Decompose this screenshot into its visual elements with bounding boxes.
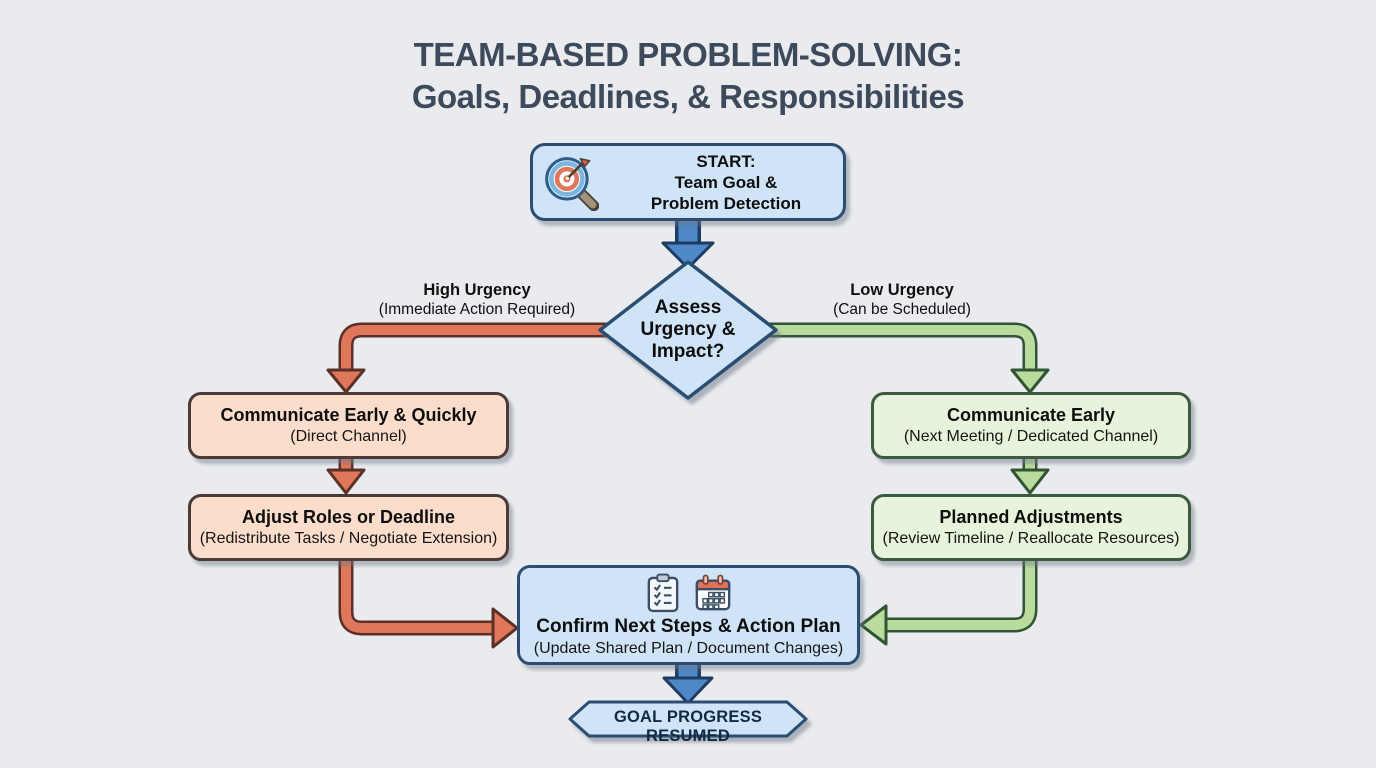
- arrow-start-to-decision: [661, 216, 715, 270]
- page-title: TEAM-BASED PROBLEM-SOLVING: Goals, Deadl…: [0, 34, 1376, 118]
- start-line1: START:: [696, 151, 756, 171]
- start-line2: Team Goal &: [674, 172, 778, 192]
- planned-adjustments-node: Planned Adjustments (Review Timeline / R…: [871, 494, 1191, 561]
- adjust-roles-title: Adjust Roles or Deadline: [241, 507, 456, 527]
- clipboard-checklist-icon: [647, 573, 678, 613]
- arrow-adjust-to-confirm: [338, 558, 519, 649]
- planned-adjustments-title: Planned Adjustments: [939, 507, 1123, 527]
- arrow-comm-quick-to-adjust: [326, 455, 366, 495]
- low-urgency-label: Low Urgency (Can be Scheduled): [752, 281, 1052, 320]
- high-urgency-subtitle: (Immediate Action Required): [378, 301, 576, 318]
- start-node-text: START: Team Goal & Problem Detection: [609, 151, 843, 214]
- start-node: START: Team Goal & Problem Detection: [530, 143, 846, 221]
- arrow-comm-early-to-planned: [1010, 455, 1050, 495]
- decision-node-text: Assess Urgency & Impact?: [613, 297, 763, 363]
- confirm-title: Confirm Next Steps & Action Plan: [536, 616, 841, 637]
- communicate-early-subtitle: (Next Meeting / Dedicated Channel): [903, 428, 1159, 445]
- calendar-icon: [695, 574, 730, 611]
- communicate-early-node: Communicate Early (Next Meeting / Dedica…: [871, 392, 1191, 459]
- arrow-high-urgency: [326, 322, 640, 394]
- decision-line1: Assess: [654, 297, 722, 318]
- planned-adjustments-subtitle: (Review Timeline / Reallocate Resources): [882, 530, 1180, 547]
- decision-line3: Impact?: [651, 341, 725, 362]
- target-search-icon: [545, 157, 599, 211]
- arrow-planned-to-confirm: [859, 558, 1038, 646]
- communicate-early-title: Communicate Early: [946, 405, 1116, 425]
- communicate-quickly-subtitle: (Direct Channel): [290, 428, 407, 445]
- end-node-label: GOAL PROGRESS RESUMED: [613, 708, 763, 745]
- start-line3: Problem Detection: [650, 193, 802, 213]
- communicate-quickly-node: Communicate Early & Quickly (Direct Chan…: [188, 392, 509, 459]
- high-urgency-title: High Urgency: [423, 281, 531, 299]
- high-urgency-label: High Urgency (Immediate Action Required): [327, 281, 627, 320]
- confirm-next-steps-node: Confirm Next Steps & Action Plan (Update…: [517, 565, 860, 665]
- adjust-roles-node: Adjust Roles or Deadline (Redistribute T…: [188, 494, 509, 561]
- confirm-icons: [646, 573, 732, 613]
- low-urgency-subtitle: (Can be Scheduled): [833, 301, 971, 318]
- decision-line2: Urgency &: [640, 319, 736, 340]
- confirm-subtitle: (Update Shared Plan / Document Changes): [533, 640, 844, 657]
- adjust-roles-subtitle: (Redistribute Tasks / Negotiate Extensio…: [199, 530, 498, 547]
- end-hexagon: [568, 700, 808, 738]
- arrow-low-urgency: [736, 322, 1050, 394]
- page-title-line1: TEAM-BASED PROBLEM-SOLVING:: [413, 36, 963, 73]
- communicate-quickly-title: Communicate Early & Quickly: [220, 405, 477, 425]
- page-title-line2: Goals, Deadlines, & Responsibilities: [411, 78, 965, 115]
- decision-diamond: [598, 260, 778, 400]
- low-urgency-title: Low Urgency: [850, 281, 954, 299]
